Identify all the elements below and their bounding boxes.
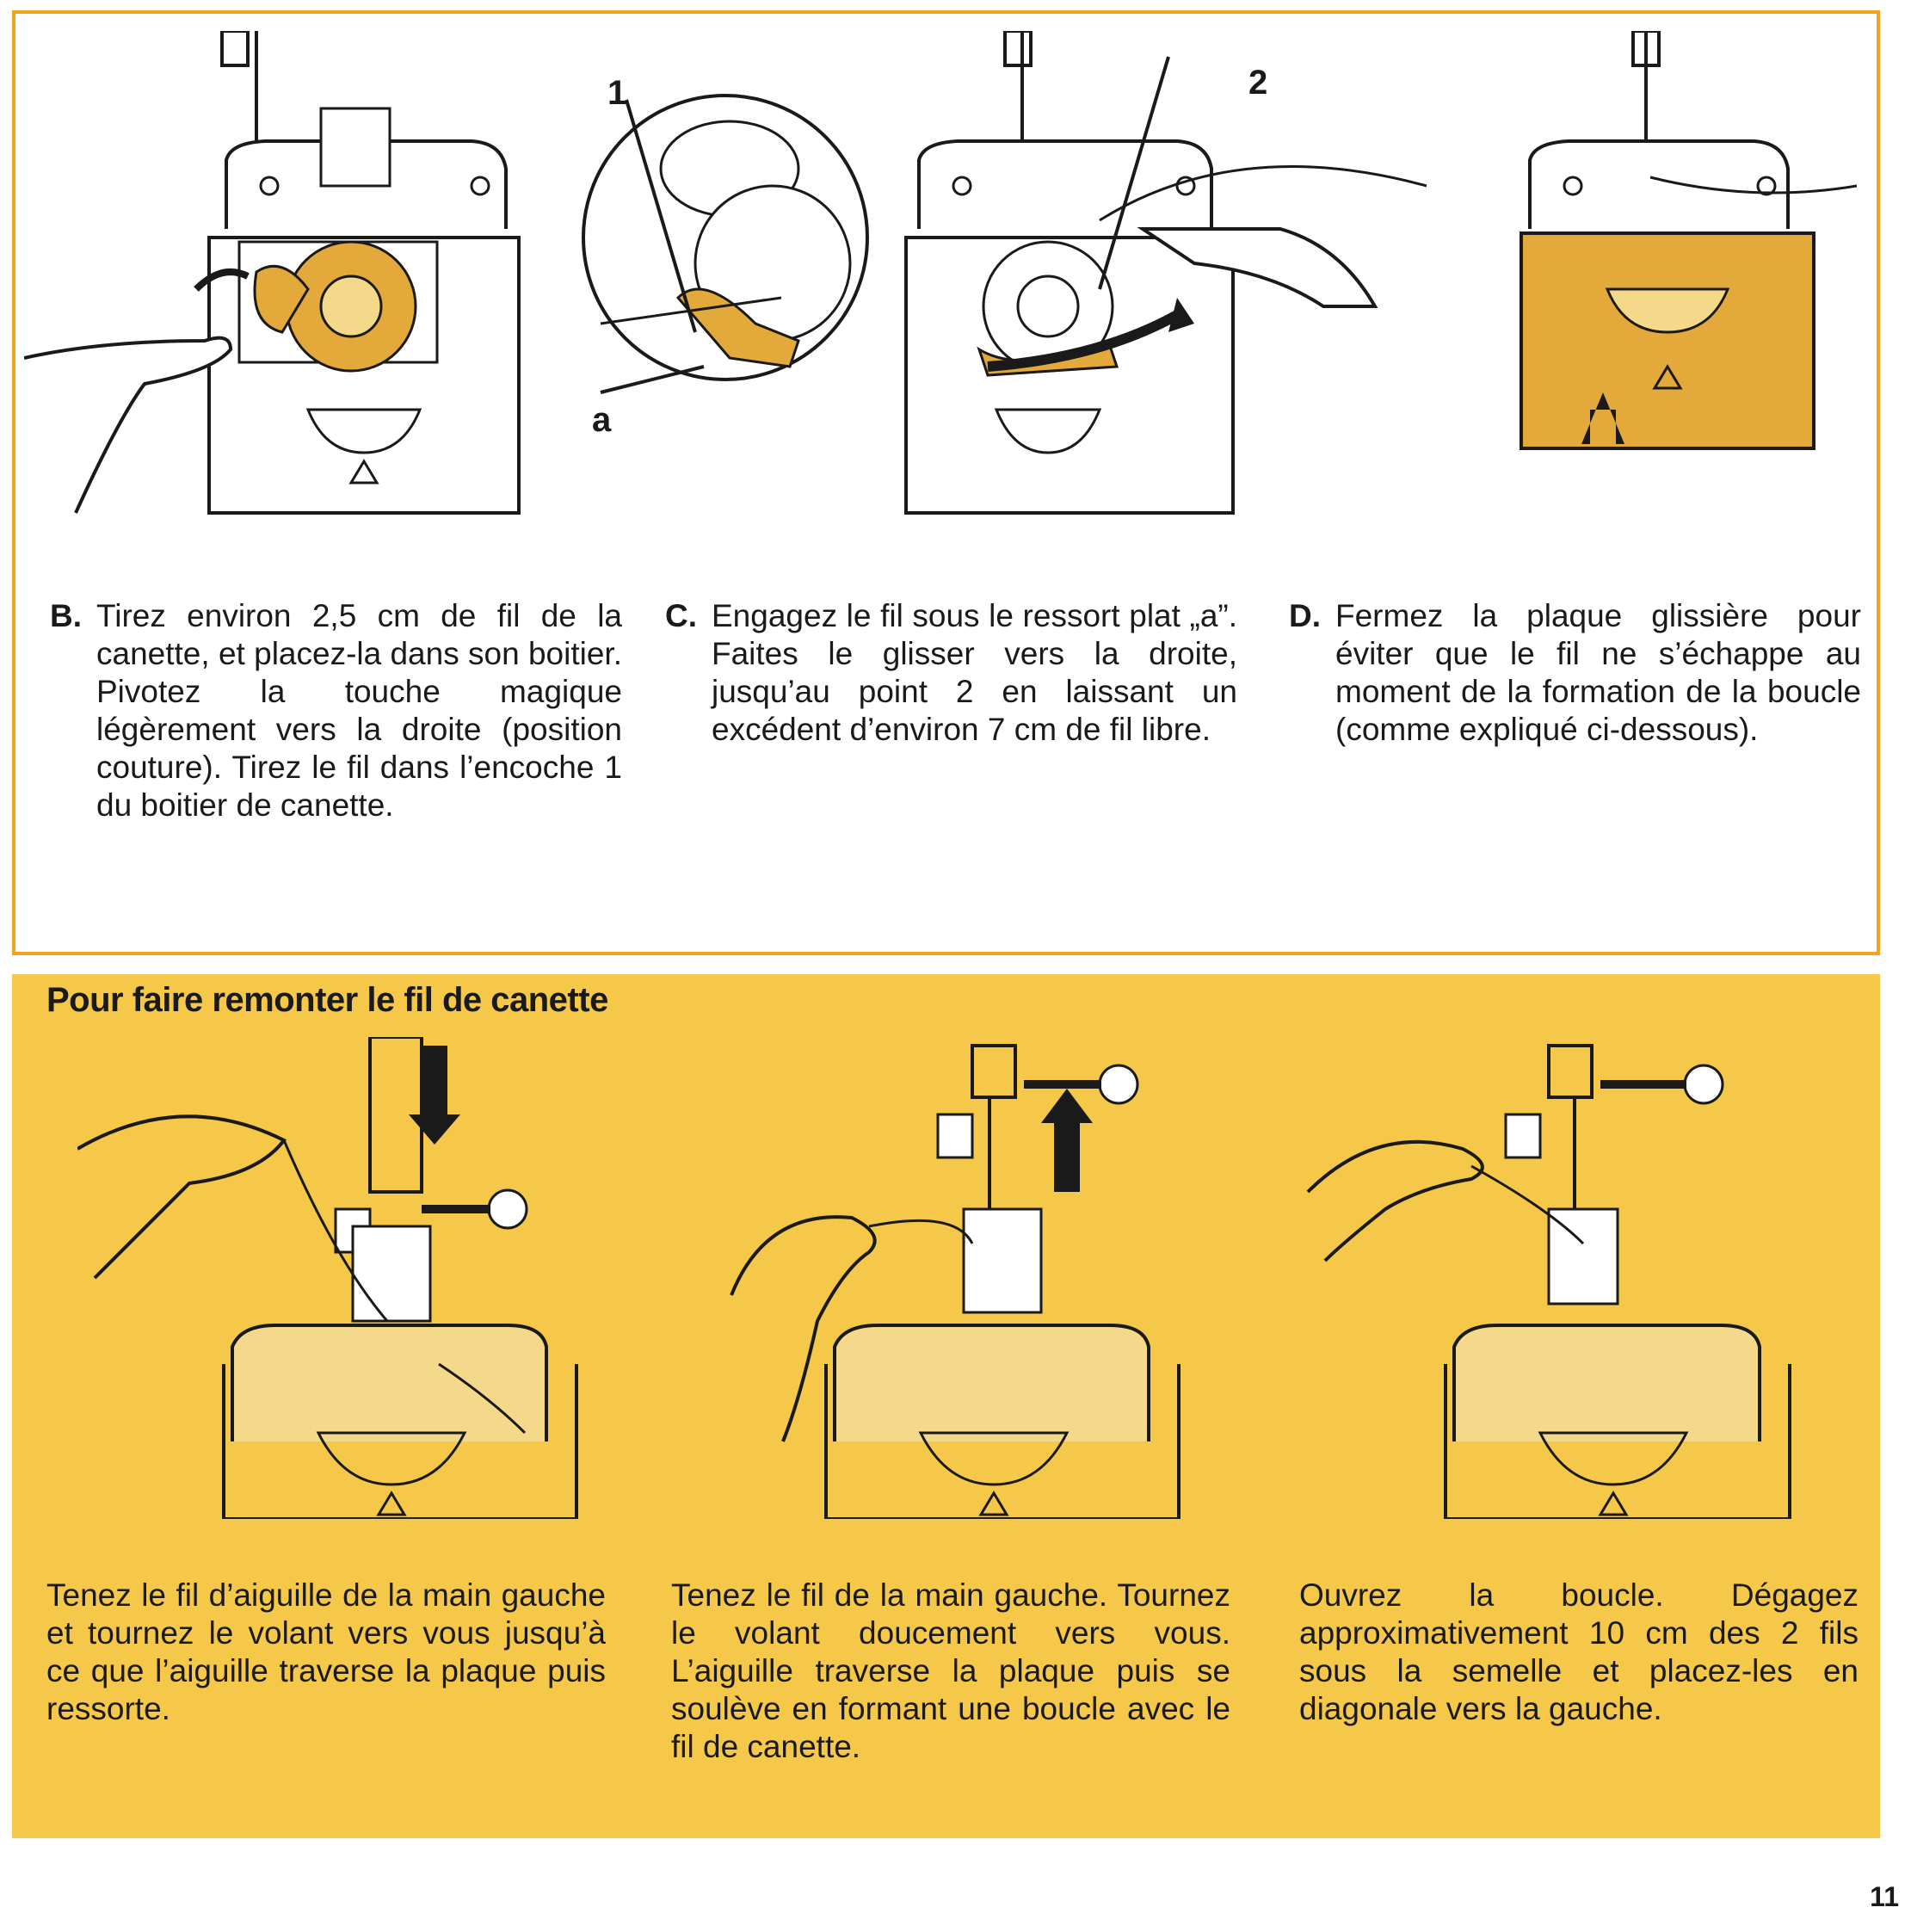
- step-d: D. Fermez la plaque glissière pour évite…: [1289, 597, 1861, 749]
- step-c-text: Engagez le fil sous le ressort plat „a”.…: [712, 598, 1237, 747]
- hand-icon: [730, 1215, 877, 1442]
- caption-1: Tenez le fil d’aiguille de la main gauch…: [46, 1577, 606, 1726]
- caption-3: Ouvrez la boucle. Dégagez approximativem…: [1299, 1577, 1859, 1726]
- presser-foot-icon: [962, 1207, 1043, 1314]
- illustration-close-slide-plate: [1495, 31, 1857, 461]
- step-c: C. Engagez le fil sous le ressort plat „…: [665, 597, 1237, 749]
- step-b-text: Tirez environ 2,5 cm de fil de la canett…: [96, 598, 622, 823]
- illustration-open-loop: [1291, 1037, 1807, 1519]
- illustration-thread-under-spring: [893, 31, 1427, 530]
- illustration-needle-down: [77, 1037, 611, 1519]
- hand-icon: [1306, 1139, 1484, 1262]
- step-b-letter: B.: [50, 598, 82, 633]
- arrow-down-icon: [409, 1046, 460, 1145]
- label-spring-a: a: [592, 401, 612, 439]
- step-d-text: Fermez la plaque glissière pour éviter q…: [1335, 598, 1861, 747]
- instructions-box-top: 1 a 2: [12, 10, 1880, 955]
- illustration-needle-up-loop: [714, 1037, 1230, 1519]
- label-point-2: 2: [1248, 64, 1268, 102]
- illustration-spring-detail: [558, 65, 885, 444]
- section-title: Pour faire remonter le fil de canette: [46, 981, 608, 1019]
- illustration-bobbin-insert: [24, 31, 540, 530]
- step-b: B. Tirez environ 2,5 cm de fil de la can…: [50, 597, 622, 824]
- presser-foot-icon: [351, 1225, 432, 1323]
- label-notch-1: 1: [607, 74, 627, 112]
- step-c-letter: C.: [665, 598, 697, 633]
- page-number: 11: [1870, 1881, 1899, 1912]
- hand-icon: [77, 1114, 287, 1280]
- caption-2: Tenez le fil de la main gauche. Tournez …: [671, 1577, 1230, 1764]
- bobbin-case-icon: [24, 31, 521, 515]
- step-d-letter: D.: [1289, 598, 1321, 633]
- arrow-up-icon: [1041, 1089, 1093, 1192]
- arrow-up-icon: [1581, 392, 1624, 444]
